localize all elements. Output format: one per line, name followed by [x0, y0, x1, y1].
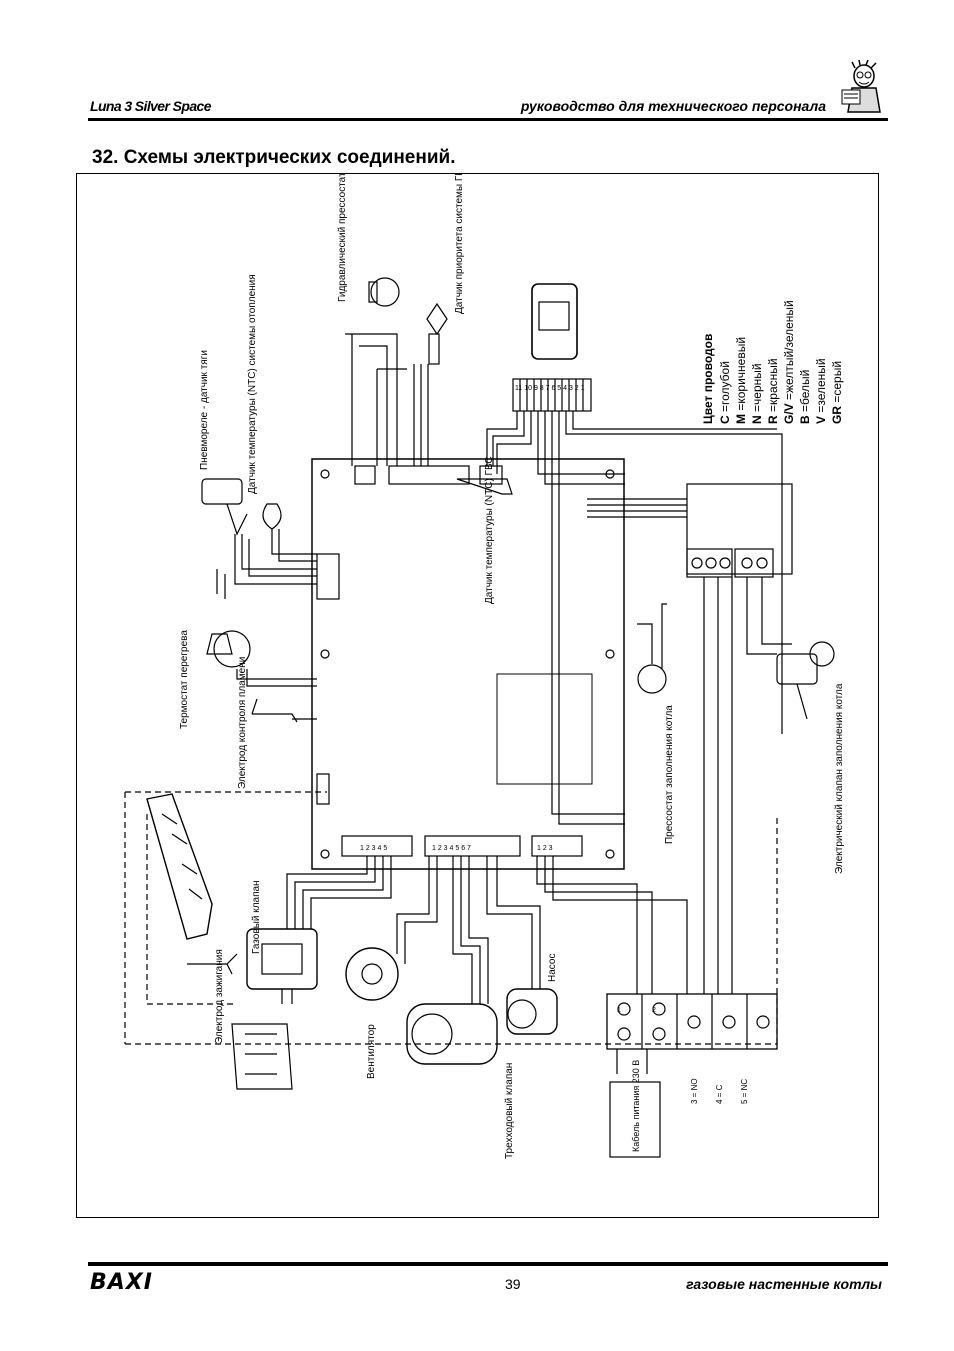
label-power-cable: Кабель питания 230 В	[631, 1060, 641, 1152]
manual-title: руководство для технического персонала	[520, 98, 826, 114]
fan-body	[345, 947, 399, 1001]
svg-text:M =коричневый: M =коричневый	[734, 337, 748, 424]
legend-title: Цвет проводов	[701, 334, 715, 424]
legend-name: серый	[830, 361, 844, 396]
legend-name: голубой	[718, 361, 732, 405]
connector-cn-mid	[424, 835, 521, 857]
label-three-way-valve: Трехходовый клапан	[504, 1063, 515, 1159]
terminal-strip-top	[512, 378, 592, 412]
control-board	[311, 458, 625, 870]
label-fan: Вентилятор	[366, 1024, 377, 1079]
label-fill-valve: Электрический клапан заполнения котла	[834, 683, 845, 874]
connector-cn-right	[531, 835, 583, 857]
footer-rule	[88, 1262, 888, 1266]
legend-code: G/V	[782, 403, 796, 424]
svg-text:1 2 3 4 5: 1 2 3 4 5	[360, 845, 387, 852]
label-dhw-priority-sensor: Датчик приоритета системы ГВС	[454, 174, 465, 314]
product-name: Luna 3 Silver Space	[90, 98, 211, 114]
terminal-c-label: 4 = C	[715, 1084, 724, 1104]
three-way-valve-body	[406, 1003, 498, 1065]
svg-text:1 2 3 4 5 6 7: 1 2 3 4 5 6 7	[432, 845, 471, 852]
svg-text:2: 2	[652, 1007, 656, 1014]
legend-name: белый	[798, 370, 812, 405]
mascot-icon	[841, 60, 881, 113]
header-rule	[88, 118, 888, 121]
svg-text:1: 1	[617, 1007, 621, 1014]
terminal-no-label: 3 = NO	[690, 1078, 699, 1104]
label-dhw-ntc: Датчик температуры (NTC) ГВС	[484, 457, 495, 605]
legend-code: B	[798, 415, 812, 424]
legend-name: коричневый	[734, 337, 748, 404]
control-panel	[531, 283, 578, 360]
legend-code: M	[734, 414, 748, 424]
label-overheat-thermostat: Термостат перегрева	[179, 630, 190, 729]
wiring-diagram-frame: 1 2 1 2 3 4 5 1 2 3 4 5 6 7 1 2 3 11 10 …	[76, 162, 879, 1218]
label-pump: Насос	[547, 954, 558, 982]
power-cable-box	[609, 1081, 661, 1158]
terminal-nc-label: 5 = NC	[740, 1079, 749, 1104]
section-title: 32. Схемы электрических соединений.	[92, 147, 456, 168]
svg-text:V =зеленый: V =зеленый	[814, 358, 828, 424]
legend-code: GR	[830, 406, 844, 424]
svg-text:11 10 9 8 7 6 5 4 3 2 1: 11 10 9 8 7 6 5 4 3 2 1	[515, 385, 585, 392]
svg-text:GR =серый: GR =серый	[830, 361, 844, 424]
wire-color-legend: Цвет проводов C =голубой M =коричневый N…	[701, 300, 844, 424]
svg-text:G/V =желтый/зеленый: G/V =желтый/зеленый	[782, 300, 796, 424]
label-ignition-electrode: Электрод зажигания	[214, 949, 225, 1044]
legend-name: зеленый	[814, 358, 828, 405]
legend-name: желтый/зеленый	[782, 300, 796, 393]
label-hydro-pressostat: Гидравлический прессостат	[337, 174, 348, 302]
connector-cn-left	[341, 835, 413, 857]
label-gas-valve: Газовый клапан	[251, 880, 262, 954]
legend-code: V	[814, 416, 828, 424]
svg-text:R =красный: R =красный	[766, 358, 780, 424]
label-flame-electrode: Электрод контроля пламени	[237, 657, 248, 789]
legend-name: черный	[750, 363, 764, 405]
wiring-diagram: 1 2 1 2 3 4 5 1 2 3 4 5 6 7 1 2 3 11 10 …	[124, 162, 845, 1159]
legend-code: N	[750, 415, 764, 424]
legend-name: красный	[766, 358, 780, 405]
label-fill-pressostat: Прессостат заполнения котла	[664, 705, 675, 844]
legend-code: R	[766, 415, 780, 424]
pump-body	[506, 988, 558, 1035]
legend-code: C	[718, 415, 732, 424]
brand-logo: BAXI	[90, 1270, 153, 1295]
label-air-pressure-switch: Пневмореле - датчик тяги	[199, 350, 210, 470]
mains-terminal-block	[606, 993, 778, 1050]
svg-text:C =голубой: C =голубой	[718, 361, 732, 424]
svg-text:N =черный: N =черный	[750, 363, 764, 424]
product-line: газовые настенные котлы	[686, 1276, 882, 1292]
page-number: 39	[505, 1276, 521, 1292]
svg-text:B =белый: B =белый	[798, 370, 812, 424]
label-heating-ntc: Датчик температуры (NTC) системы отоплен…	[247, 274, 258, 494]
svg-text:1 2 3: 1 2 3	[537, 845, 553, 852]
